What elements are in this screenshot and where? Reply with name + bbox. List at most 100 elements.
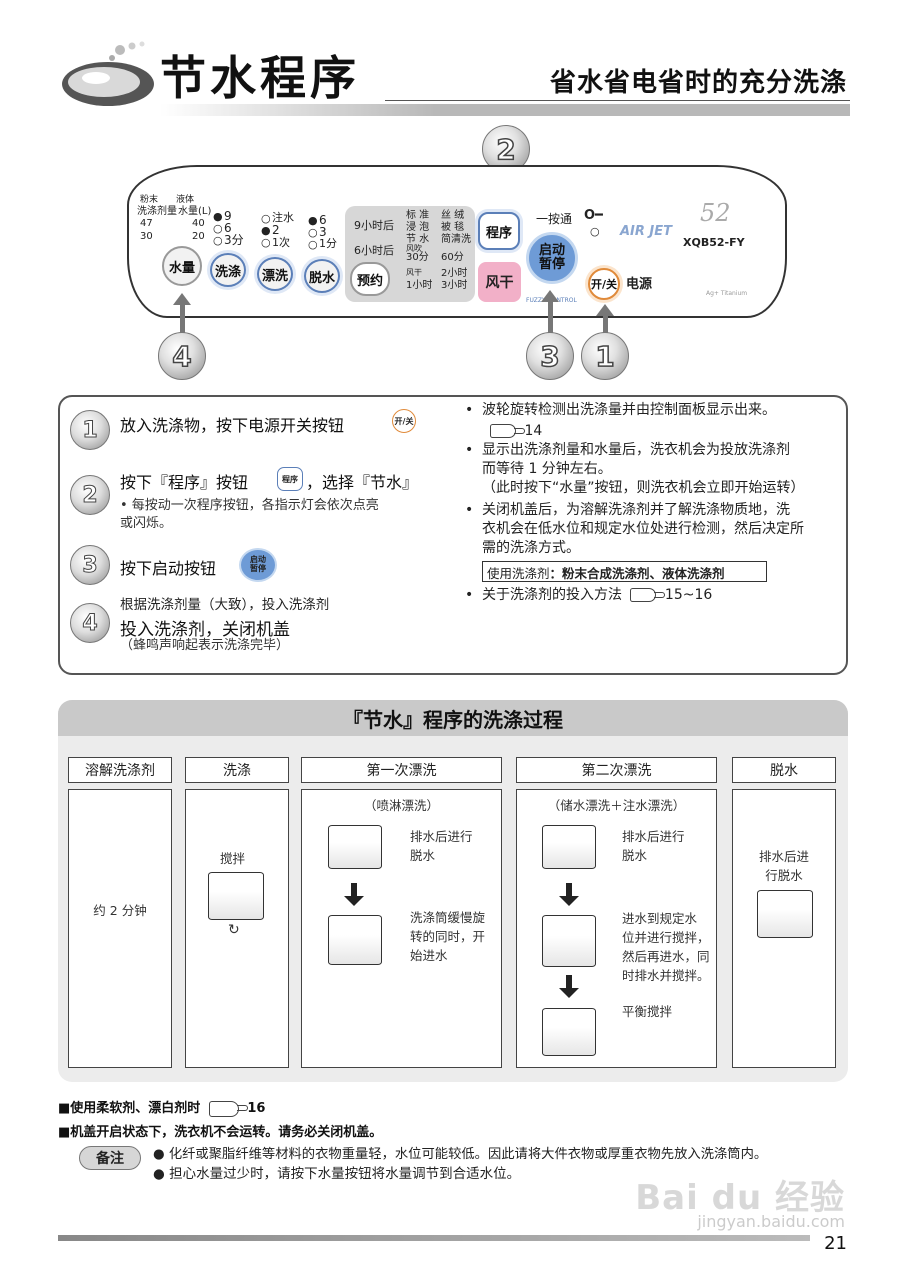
program-blanket: 被 毯 <box>441 222 465 233</box>
drum-fill-icon <box>328 915 382 965</box>
detergent-value: ：粉末合成洗涤剂、液体洗涤剂 <box>549 566 725 581</box>
indicator-ring-icon: ○ <box>308 238 318 251</box>
capacity-logo: 52 <box>700 199 731 227</box>
page-subtitle: 省水省电省时的充分洗涤 <box>549 68 847 98</box>
pause-label: 暂停 <box>538 257 565 272</box>
wash-time-6: 6 <box>224 221 232 235</box>
spin-button[interactable]: 脱水 <box>304 259 340 293</box>
note-bullet-icon: • <box>465 402 474 418</box>
program-eco: 节 水 <box>406 234 430 245</box>
water-level-button[interactable]: 水量 <box>162 246 202 286</box>
wash-button[interactable]: 洗涤 <box>210 253 246 287</box>
callout-arrow-3 <box>548 302 553 334</box>
wash-stir-label: 搅拌 <box>220 851 246 866</box>
indicator-dot-icon: ● <box>308 214 318 227</box>
note-2c: （此时按下“水量”按钮，则洗衣机会立即开始运转） <box>482 480 805 496</box>
softener-text: ■使用柔软剂、漂白剂时 <box>58 1101 201 1116</box>
note-3b: 衣机会在低水位和规定水位处进行检测，然后决定所 <box>482 521 804 537</box>
wash-time-9: 9 <box>224 209 232 223</box>
callout-arrowhead-3 <box>541 290 559 302</box>
note-3a: 关闭机盖后，为溶解洗涤剂并了解洗涤物质地，洗 <box>482 502 790 518</box>
step-badge-1: 1 <box>70 410 110 450</box>
step-3-text: 按下启动按钮 <box>120 559 217 578</box>
page-title: 节水程序 <box>160 51 360 105</box>
rinse2-step1-b: 脱水 <box>622 848 648 863</box>
rinse-2: 2 <box>272 223 280 237</box>
water-level-40: 40 <box>192 218 205 229</box>
remark-2: ● 担心水量过少时，请按下水量按钮将水量调节到合适水位。 <box>153 1166 521 1182</box>
lock-indicator-icon: ○ <box>590 225 600 238</box>
program-quick: 简清洗 <box>441 234 471 245</box>
rinse1-step2-b: 转的同时，开 <box>410 929 486 944</box>
rinse2-step2-c: 然后再进水，同 <box>622 949 710 964</box>
note-4-ref-page: 15~16 <box>664 587 713 603</box>
indicator-ring-icon: ○ <box>213 234 223 247</box>
hand-pointer-icon <box>208 1100 248 1117</box>
reserve-button[interactable]: 预约 <box>350 262 390 296</box>
dissolve-time: 约 2 分钟 <box>93 903 147 918</box>
header-rinse-1: 第一次漂洗 <box>301 757 502 783</box>
rinse1-step2-a: 洗涤筒缓慢旋 <box>410 910 486 925</box>
program-mini-icon: 程序 <box>277 467 303 491</box>
down-arrowhead-icon <box>344 896 364 906</box>
steps-box <box>58 395 848 675</box>
program-1h: 1小时 <box>406 280 433 291</box>
power-label: 电源 <box>626 277 653 292</box>
note-4-text: 关于洗涤剂的投入方法 <box>482 587 622 603</box>
step-1-text: 放入洗涤物，按下电源开关按钮 <box>120 416 345 435</box>
down-arrowhead-icon <box>559 988 579 998</box>
indicator-dot-icon: ● <box>261 224 271 237</box>
note-3c: 需的洗涤方式。 <box>482 540 580 556</box>
rinse2-title: （储水漂洗＋注水漂洗） <box>547 798 686 813</box>
detergent-label: 使用洗涤剂 <box>487 566 550 581</box>
watermark-url: jingyan.baidu.com <box>697 1212 845 1231</box>
indicator-ring-icon: ○ <box>261 236 271 249</box>
powder-tag: 粉末 <box>140 195 159 205</box>
drum-balance-icon <box>542 1008 596 1056</box>
rinse2-step2-d: 时排水并搅拌。 <box>622 968 710 983</box>
rinse-1: 1次 <box>272 236 290 249</box>
rinse-button[interactable]: 漂洗 <box>257 257 293 291</box>
program-button[interactable]: 程序 <box>478 212 520 250</box>
indicator-ring-icon: ○ <box>213 222 223 235</box>
one-touch-label: 一按通 <box>536 212 573 226</box>
program-3h: 3小时 <box>441 280 468 291</box>
step-badge-3: 3 <box>70 545 110 585</box>
header-spin: 脱水 <box>732 757 836 783</box>
process-title: 『节水』程序的洗涤过程 <box>58 700 848 736</box>
note-2a: 显示出洗涤剂量和水量后，洗衣机会为投放洗涤剂 <box>482 442 790 458</box>
step-4-pre: 根据洗涤剂量（大致），投入洗涤剂 <box>120 597 330 613</box>
spin-text-b: 行脱水 <box>765 868 803 883</box>
down-arrow-icon <box>566 883 572 897</box>
detergent-header-left: 洗涤剂量 <box>137 206 177 217</box>
power-mini-icon: 开/关 <box>392 409 416 433</box>
step-2-text-b: ，选择『节水』 <box>306 473 419 492</box>
program-30min: 30分 <box>406 252 429 263</box>
power-button[interactable]: 开/关 <box>588 268 620 300</box>
note-1-ref-page: 14 <box>524 423 543 439</box>
step-4-sub: （蜂鸣声响起表示洗涤完毕） <box>120 638 290 653</box>
wash-time-3: 3分 <box>224 233 244 247</box>
program-standard: 标 准 <box>406 210 430 221</box>
liquid-tag: 液体 <box>176 195 195 205</box>
water-level-20: 20 <box>192 231 205 242</box>
header-wash: 洗涤 <box>185 757 289 783</box>
hand-pointer-icon <box>490 424 525 438</box>
note-bullet-icon: • <box>465 502 474 518</box>
header-dissolve: 溶解洗涤剂 <box>68 757 172 783</box>
softener-ref-page: 16 <box>247 1101 266 1116</box>
program-dry-tag: 风干 <box>406 268 422 277</box>
step-4-text: 投入洗涤剂，关闭机盖 <box>120 620 290 640</box>
start-pause-button[interactable]: 启动 暂停 <box>526 232 578 284</box>
callout-badge-4: 4 <box>158 332 206 380</box>
water-level-30: 30 <box>140 231 153 242</box>
detergent-box: 使用洗涤剂：粉末合成洗涤剂、液体洗涤剂 <box>482 561 767 582</box>
drum-icon <box>208 872 264 920</box>
spin-1: 1分 <box>319 237 337 250</box>
lid-warning: ■机盖开启状态下，洗衣机不会运转。请务必关闭机盖。 <box>58 1125 383 1140</box>
start-label: 启动 <box>538 242 565 258</box>
callout-arrow-4 <box>180 305 185 335</box>
pause-mini-label: 暂停 <box>250 564 266 573</box>
dry-button[interactable]: 风干 <box>478 262 521 302</box>
title-rule <box>385 100 850 101</box>
